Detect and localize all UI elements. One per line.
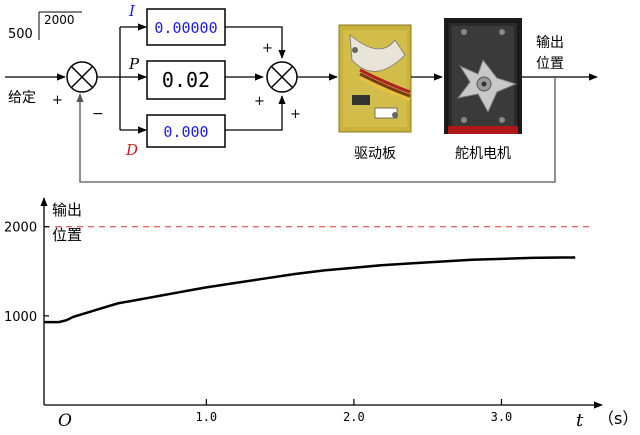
summing-junction-1 bbox=[66, 61, 98, 93]
p-gain-box[interactable] bbox=[146, 60, 226, 100]
p-gain-value: 0.02 bbox=[162, 68, 210, 92]
x-axis-label: t bbox=[576, 410, 584, 431]
sum2-plus-top: + bbox=[262, 41, 273, 56]
servo-motor-picture bbox=[444, 18, 522, 134]
block-diagram: 500 2000 给定 + − I 0.00000 P 0.02 D 0.0 bbox=[5, 2, 598, 183]
y-axis-label-line2: 位置 bbox=[52, 226, 82, 244]
i-gain-value: 0.00000 bbox=[154, 19, 217, 37]
y-ticks: 1000 2000 bbox=[4, 221, 49, 325]
response-curve bbox=[44, 256, 576, 324]
output-label-line1: 输出 bbox=[536, 35, 564, 51]
sum1-minus-sign: − bbox=[92, 106, 104, 122]
i-label: I bbox=[128, 2, 136, 20]
x-tick-label-2: 2.0 bbox=[343, 410, 365, 424]
x-tick-label-3: 3.0 bbox=[491, 410, 513, 424]
i-to-sum2-line bbox=[225, 26, 286, 59]
x-ticks: 1.0 2.0 3.0 bbox=[195, 399, 512, 424]
d-to-sum2-line bbox=[225, 95, 286, 131]
setpoint-label: 给定 bbox=[8, 90, 36, 106]
d-label: D bbox=[125, 141, 138, 159]
origin-label: O bbox=[58, 411, 72, 431]
sum1-plus-sign: + bbox=[52, 93, 63, 108]
y-axis-label-line1: 输出 bbox=[52, 201, 82, 219]
y-tick-label-2: 2000 bbox=[4, 221, 37, 236]
y-tick-label-1: 1000 bbox=[4, 310, 37, 325]
x-tick-label-1: 1.0 bbox=[195, 410, 217, 424]
d-gain-value: 0.000 bbox=[163, 123, 208, 141]
d-gain-box[interactable] bbox=[146, 114, 226, 148]
summing-junction-2 bbox=[266, 61, 298, 93]
output-label-line2: 位置 bbox=[536, 56, 564, 72]
sum2-plus-bottom: + bbox=[290, 107, 301, 122]
driver-board-picture bbox=[338, 24, 412, 133]
driver-board-label: 驱动板 bbox=[354, 146, 396, 162]
p-label: P bbox=[128, 55, 140, 73]
sum2-plus-left: + bbox=[254, 94, 265, 109]
x-axis-unit: （s） bbox=[598, 409, 638, 428]
servo-motor-label: 舵机电机 bbox=[455, 146, 511, 162]
setpoint-denominator: 2000 bbox=[44, 13, 75, 27]
feedback-line bbox=[76, 77, 556, 183]
setpoint-numerator: 500 bbox=[8, 27, 33, 42]
response-chart: 输出 位置 O t （s） 1.0 2.0 3.0 1000 2000 bbox=[4, 197, 638, 431]
